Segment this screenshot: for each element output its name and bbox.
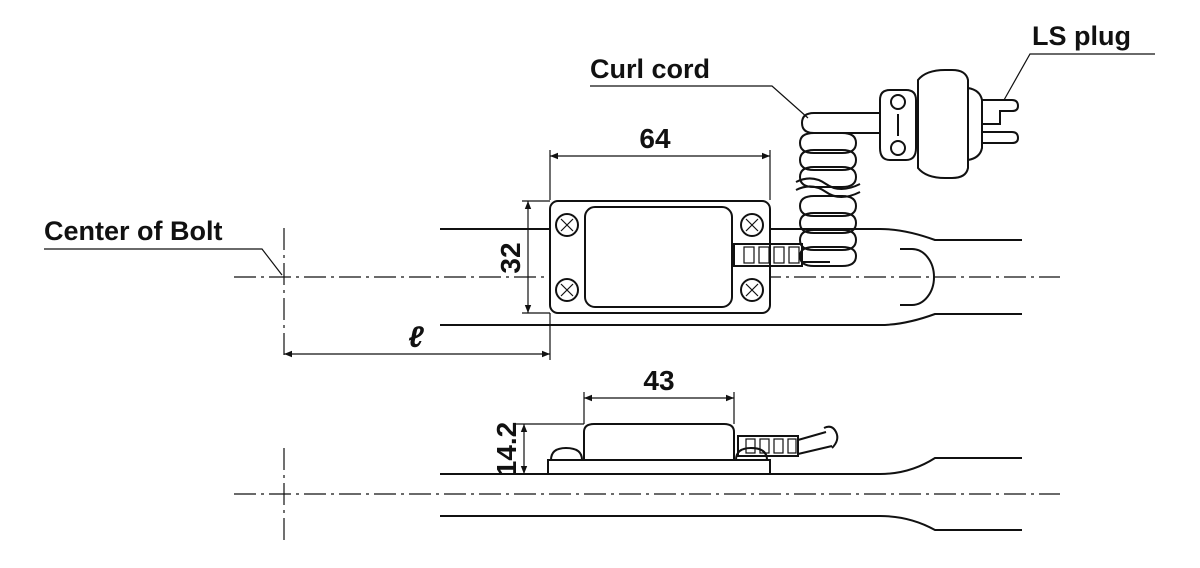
dimension-32-label: 32 [495, 242, 526, 273]
dimension-43-label: 43 [643, 365, 674, 396]
dimension-14-2-label: 14.2 [491, 422, 522, 477]
shaft-end-slot [900, 248, 935, 306]
screw-icon [555, 278, 579, 302]
ls-plug-callout: LS plug [1003, 21, 1155, 101]
dimension-distance: ℓ [284, 313, 551, 360]
ls-plug [879, 69, 1020, 179]
screw-icon [555, 213, 579, 237]
cable-connector-side [737, 425, 839, 457]
side-lower-edge [440, 515, 1022, 531]
screw-head-icon [549, 446, 584, 461]
dimension-width-top: 64 [549, 123, 771, 200]
dimension-height-side: 32 [495, 200, 550, 314]
cable-connector-top [733, 243, 803, 267]
top-view: 64 32 ℓ Center of Bolt Curl cord LS plug [44, 21, 1155, 360]
side-view: 43 14.2 [234, 365, 1060, 540]
center-of-bolt-label: Center of Bolt [44, 216, 223, 246]
dimension-width-lower: 43 [583, 365, 735, 424]
screw-head-icon [734, 446, 769, 461]
dimension-l-label: ℓ [408, 321, 424, 354]
curl-cord-callout: Curl cord [590, 54, 809, 119]
curl-cord [795, 112, 886, 267]
screw-icon [740, 278, 764, 302]
shaft-lower-edge [440, 313, 1022, 326]
shaft-upper-edge [440, 228, 1022, 241]
dimension-64-label: 64 [639, 123, 671, 154]
screw-icon [740, 213, 764, 237]
sensor-cover [584, 206, 733, 308]
center-of-bolt-callout: Center of Bolt [44, 216, 283, 276]
dimension-thickness: 14.2 [491, 422, 584, 477]
ls-plug-label: LS plug [1032, 21, 1131, 51]
curl-cord-label: Curl cord [590, 54, 710, 84]
side-cover [583, 423, 735, 461]
side-base-plate [547, 459, 771, 475]
side-upper-edge [440, 457, 1022, 475]
